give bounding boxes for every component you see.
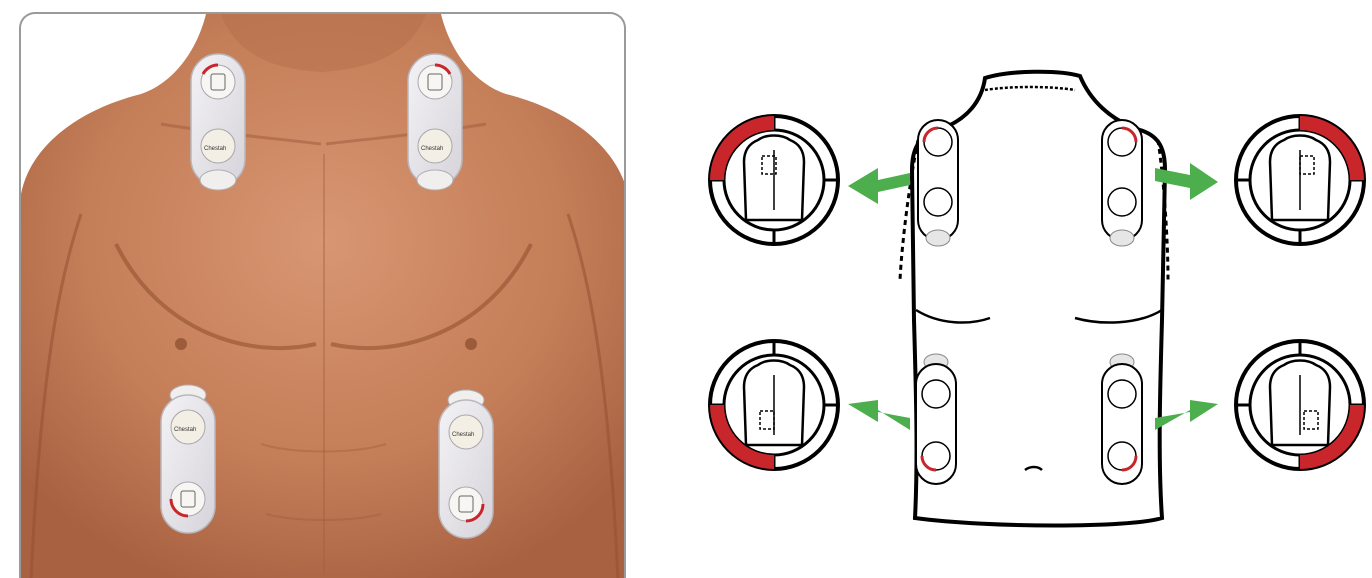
diagram-patch-upper-left <box>918 120 958 246</box>
diagram-patch-lower-left <box>916 354 956 484</box>
sensor-patch-upper-left: Chestah <box>191 54 245 190</box>
arrow-lower-left <box>848 400 910 430</box>
indicator-upper-left <box>710 116 838 244</box>
svg-text:Chestah: Chestah <box>174 427 196 433</box>
placement-diagram-svg <box>690 60 1370 530</box>
arrow-lower-right <box>1155 400 1218 430</box>
torso-photo: Chestah Chestah Chestah C <box>21 14 626 578</box>
arrow-upper-left <box>848 168 910 204</box>
diagram-patch-upper-right <box>1102 120 1142 246</box>
torso-photo-panel: Chestah Chestah Chestah C <box>19 12 626 578</box>
placement-diagram <box>690 60 1370 530</box>
sensor-patch-lower-right: Chestah <box>439 390 493 538</box>
indicator-lower-left <box>710 341 838 469</box>
indicator-upper-right <box>1236 116 1364 244</box>
svg-text:Chestah: Chestah <box>452 432 474 438</box>
indicator-lower-right <box>1236 341 1364 469</box>
sensor-patch-lower-left: Chestah <box>161 385 215 533</box>
svg-text:Chestah: Chestah <box>421 146 443 152</box>
sensor-patch-upper-right: Chestah <box>408 54 462 190</box>
svg-text:Chestah: Chestah <box>204 146 226 152</box>
diagram-patch-lower-right <box>1102 354 1142 484</box>
